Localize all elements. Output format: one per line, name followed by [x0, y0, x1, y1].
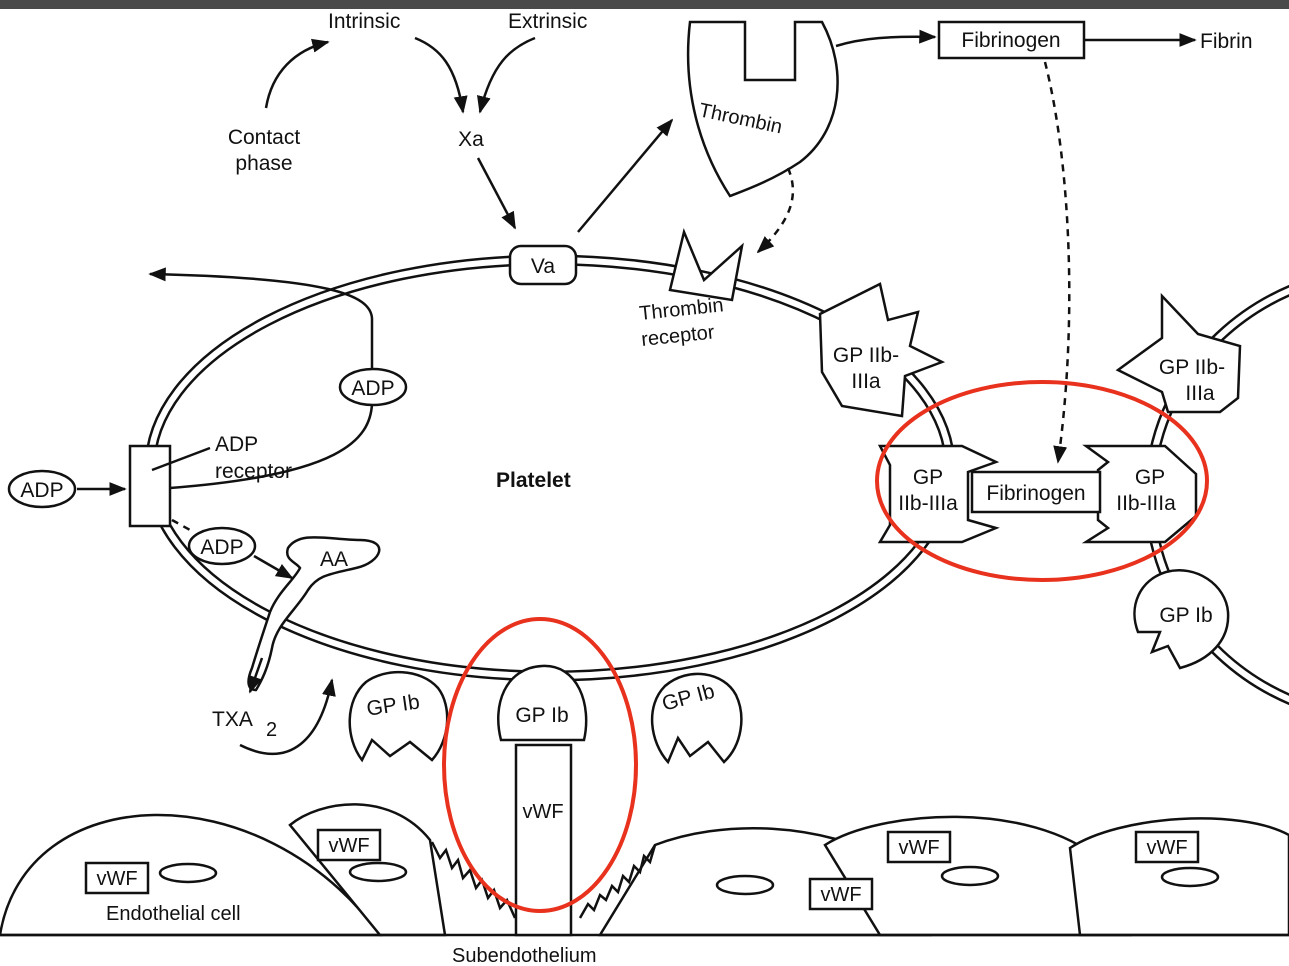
svg-text:GP IIb-: GP IIb-	[833, 344, 899, 367]
adp-internal: ADP	[189, 528, 255, 564]
vwf-box: vWF	[318, 830, 380, 860]
svg-text:Fibrinogen: Fibrinogen	[986, 482, 1085, 505]
vesicle	[1162, 868, 1218, 886]
svg-text:vWF: vWF	[522, 801, 563, 823]
svg-text:GP Ib: GP Ib	[515, 704, 568, 727]
svg-text:GP: GP	[913, 466, 943, 489]
vesicle	[717, 876, 773, 894]
svg-text:Va: Va	[531, 255, 555, 278]
subendothelium-exposed-left	[432, 842, 515, 918]
fibrinogen-bridge: GP IIb-IIIa GP IIb-IIIa Fibrinogen	[880, 446, 1196, 542]
txa2-label: TXA	[212, 708, 253, 731]
arrow-extrinsic-to-xa	[480, 38, 535, 112]
svg-text:vWF: vWF	[1146, 837, 1187, 859]
xa-label: Xa	[458, 128, 484, 151]
fibrin-label: Fibrin	[1200, 30, 1253, 53]
svg-text:vWF: vWF	[898, 837, 939, 859]
arrow-intrinsic-to-xa	[415, 38, 463, 112]
svg-text:receptor: receptor	[640, 321, 716, 351]
svg-text:ADP: ADP	[351, 377, 394, 400]
svg-text:IIb-IIIa: IIb-IIIa	[898, 492, 958, 515]
arrow-contact-to-intrinsic	[266, 42, 328, 108]
endothelial-cell-label: Endothelial cell	[106, 903, 241, 925]
contact-phase-label-1: Contact	[228, 126, 301, 149]
vesicle	[160, 864, 216, 882]
fibrinogen-box: Fibrinogen	[939, 22, 1084, 58]
endothelium: vWF vWF vWF vWF vWF Endothelial cell Sub…	[0, 804, 1289, 966]
va-factor: Va	[510, 246, 576, 284]
svg-text:ADP: ADP	[200, 536, 243, 559]
arrow-va-to-thrombin	[578, 120, 672, 232]
adp-released: ADP	[340, 369, 406, 405]
vesicle	[942, 867, 998, 885]
arrow-adp-to-aa	[254, 556, 292, 578]
platelet-label: Platelet	[496, 469, 571, 492]
svg-text:GP: GP	[1135, 466, 1165, 489]
gp-ib-receptor: GP Ib	[652, 674, 741, 762]
vwf-box: vWF	[86, 863, 148, 893]
vwf-box: vWF	[1136, 832, 1198, 862]
vesicle	[350, 863, 406, 881]
extrinsic-label: Extrinsic	[508, 10, 587, 33]
svg-text:GP Ib: GP Ib	[1159, 604, 1212, 627]
txa2-subscript: 2	[266, 719, 277, 741]
adp-external: ADP	[9, 471, 75, 507]
gp-ib-receptor: GP Ib	[350, 672, 447, 760]
svg-text:vWF: vWF	[96, 868, 137, 890]
svg-text:GP IIb-: GP IIb-	[1159, 356, 1225, 379]
arrow-xa-to-va	[478, 158, 515, 228]
svg-text:IIIa: IIIa	[851, 370, 881, 393]
arrow-thrombin-to-fibrinogen	[836, 37, 935, 46]
adp-to-aa-link	[172, 520, 190, 530]
thrombin: Thrombin	[688, 22, 837, 196]
adp-receptor-label-1: ADP	[215, 433, 258, 456]
gp-iib-iiia-receptor-neighbor: GP IIb- IIIa	[1118, 296, 1240, 412]
svg-text:IIIa: IIIa	[1185, 382, 1215, 405]
adp-receptor-label-2: receptor	[215, 460, 292, 483]
adp-receptor	[130, 446, 170, 526]
thrombin-receptor: Thrombin receptor	[638, 232, 742, 351]
arrow-fibrinogen-to-bridge	[1045, 62, 1069, 462]
intrinsic-label: Intrinsic	[328, 10, 400, 33]
vwf-box: vWF	[888, 832, 950, 862]
svg-text:AA: AA	[320, 548, 348, 571]
svg-text:vWF: vWF	[328, 835, 369, 857]
svg-text:ADP: ADP	[20, 479, 63, 502]
vwf-box: vWF	[810, 879, 872, 909]
svg-text:Fibrinogen: Fibrinogen	[961, 29, 1060, 52]
svg-text:Thrombin: Thrombin	[638, 294, 724, 325]
subendothelium-label: Subendothelium	[452, 945, 597, 966]
contact-phase-label-2: phase	[235, 152, 292, 175]
svg-text:vWF: vWF	[820, 884, 861, 906]
svg-text:IIb-IIIa: IIb-IIIa	[1116, 492, 1176, 515]
arrow-txa2-feedback	[240, 680, 332, 754]
